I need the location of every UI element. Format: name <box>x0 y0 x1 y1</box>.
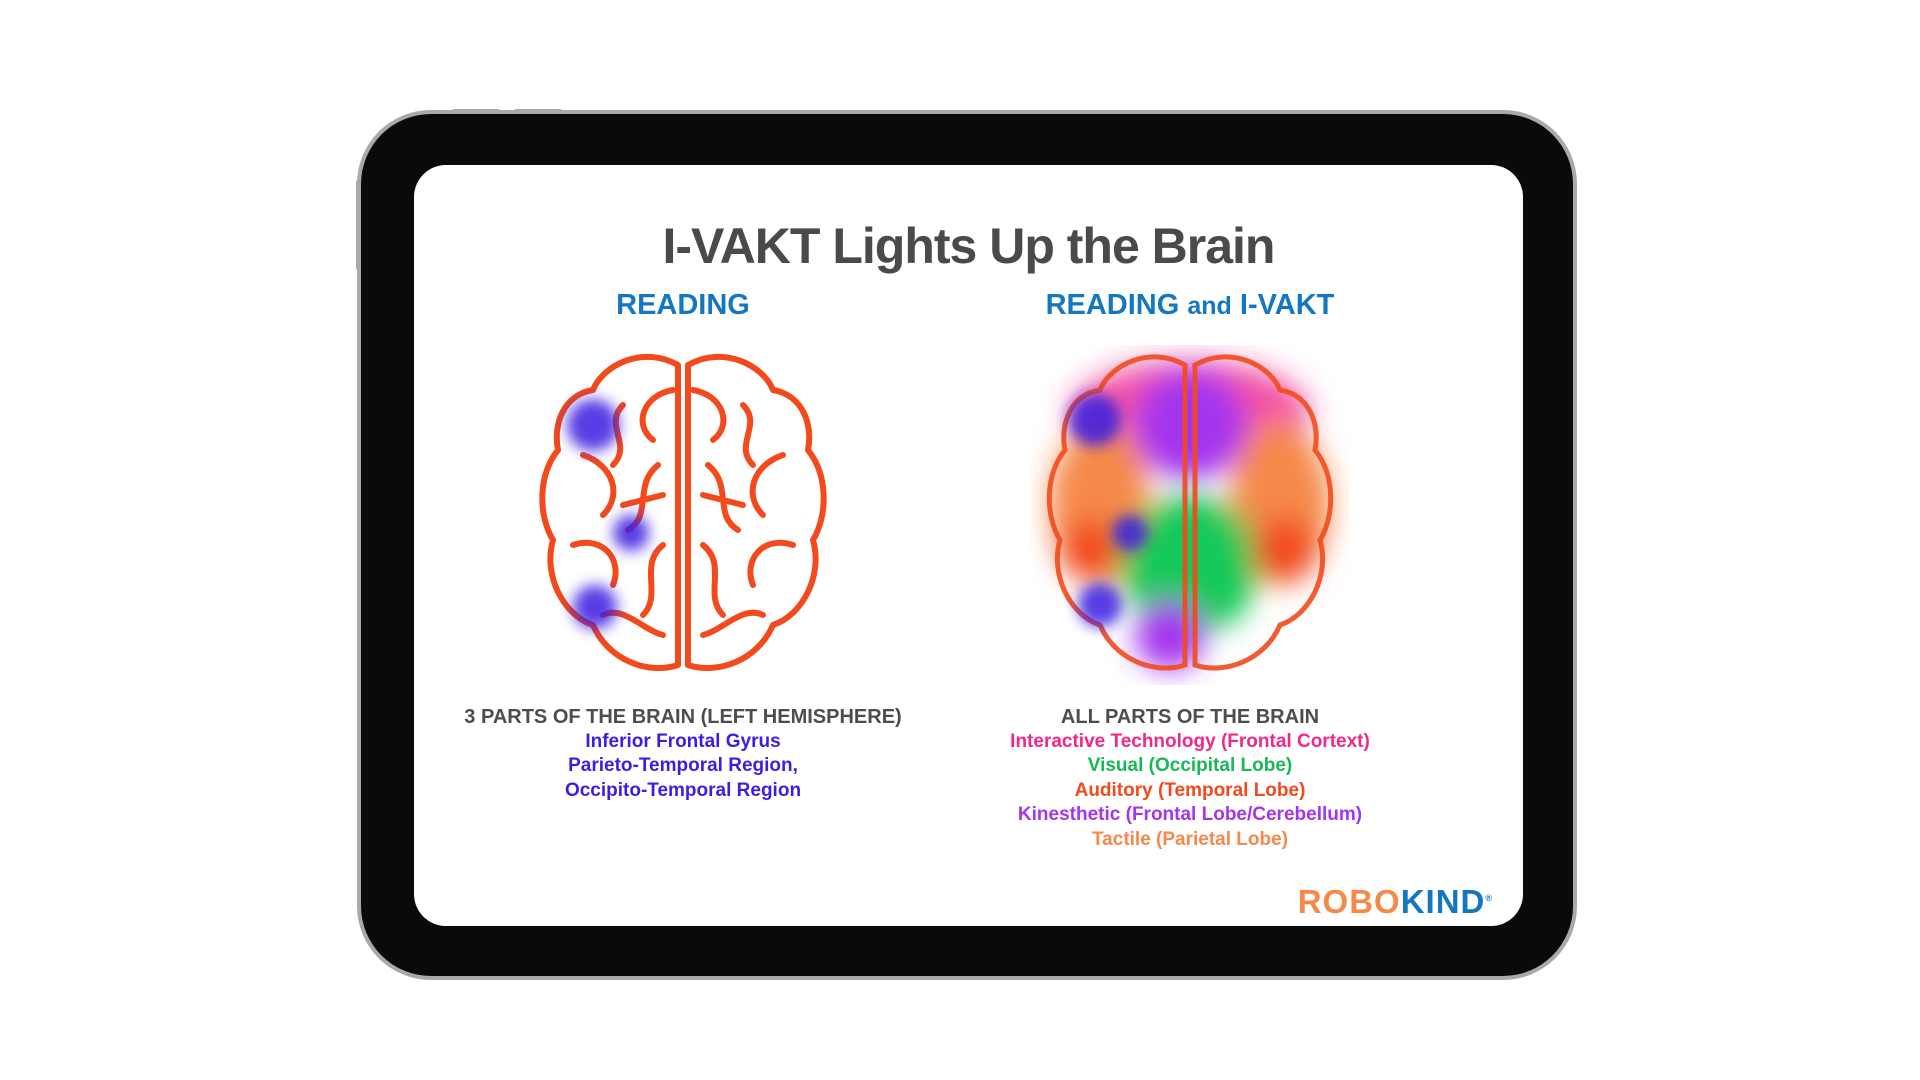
page-title: I-VAKT Lights Up the Brain <box>662 218 1276 274</box>
right-item: Visual (Occipital Lobe) <box>1087 755 1293 776</box>
left-item: Occipito-Temporal Region <box>564 779 802 801</box>
left-brain-illustration <box>539 353 827 672</box>
right-caption-title: ALL PARTS OF THE BRAIN <box>1060 706 1320 728</box>
right-item: Auditory (Temporal Lobe) <box>1074 779 1306 801</box>
logo-part1: ROBO <box>1297 883 1401 920</box>
robokind-logo: ROBOKIND® <box>1298 883 1493 921</box>
volume-button-1 <box>452 109 500 114</box>
heading-and: and <box>1187 292 1232 320</box>
left-heading: READING <box>616 289 750 321</box>
right-heading: READING and I-VAKT <box>940 289 1440 322</box>
tablet-screen: I-VAKT Lights Up the Brain READING READI… <box>414 165 1523 926</box>
logo-part2: KIND <box>1400 883 1486 920</box>
right-item: Interactive Technology (Frontal Cortext) <box>1010 730 1370 752</box>
left-caption-title: 3 PARTS OF THE BRAIN (LEFT HEMISPHERE) <box>464 706 902 728</box>
left-item: Inferior Frontal Gyrus <box>585 730 781 752</box>
left-item: Parieto-Temporal Region, <box>568 755 798 776</box>
right-item: Kinesthetic (Frontal Lobe/Cerebellum) <box>1017 804 1363 825</box>
right-brain-illustration <box>1046 354 1334 671</box>
right-item: Tactile (Parietal Lobe) <box>1091 828 1289 850</box>
heading-ivakt: I-VAKT <box>1239 289 1335 321</box>
logo-mark: ® <box>1485 893 1493 903</box>
heading-reading: READING <box>1045 289 1180 321</box>
right-caption: ALL PARTS OF THE BRAIN Interactive Techn… <box>910 705 1470 852</box>
power-button <box>356 180 361 270</box>
left-caption: 3 PARTS OF THE BRAIN (LEFT HEMISPHERE) I… <box>414 705 963 803</box>
volume-button-2 <box>514 109 562 114</box>
